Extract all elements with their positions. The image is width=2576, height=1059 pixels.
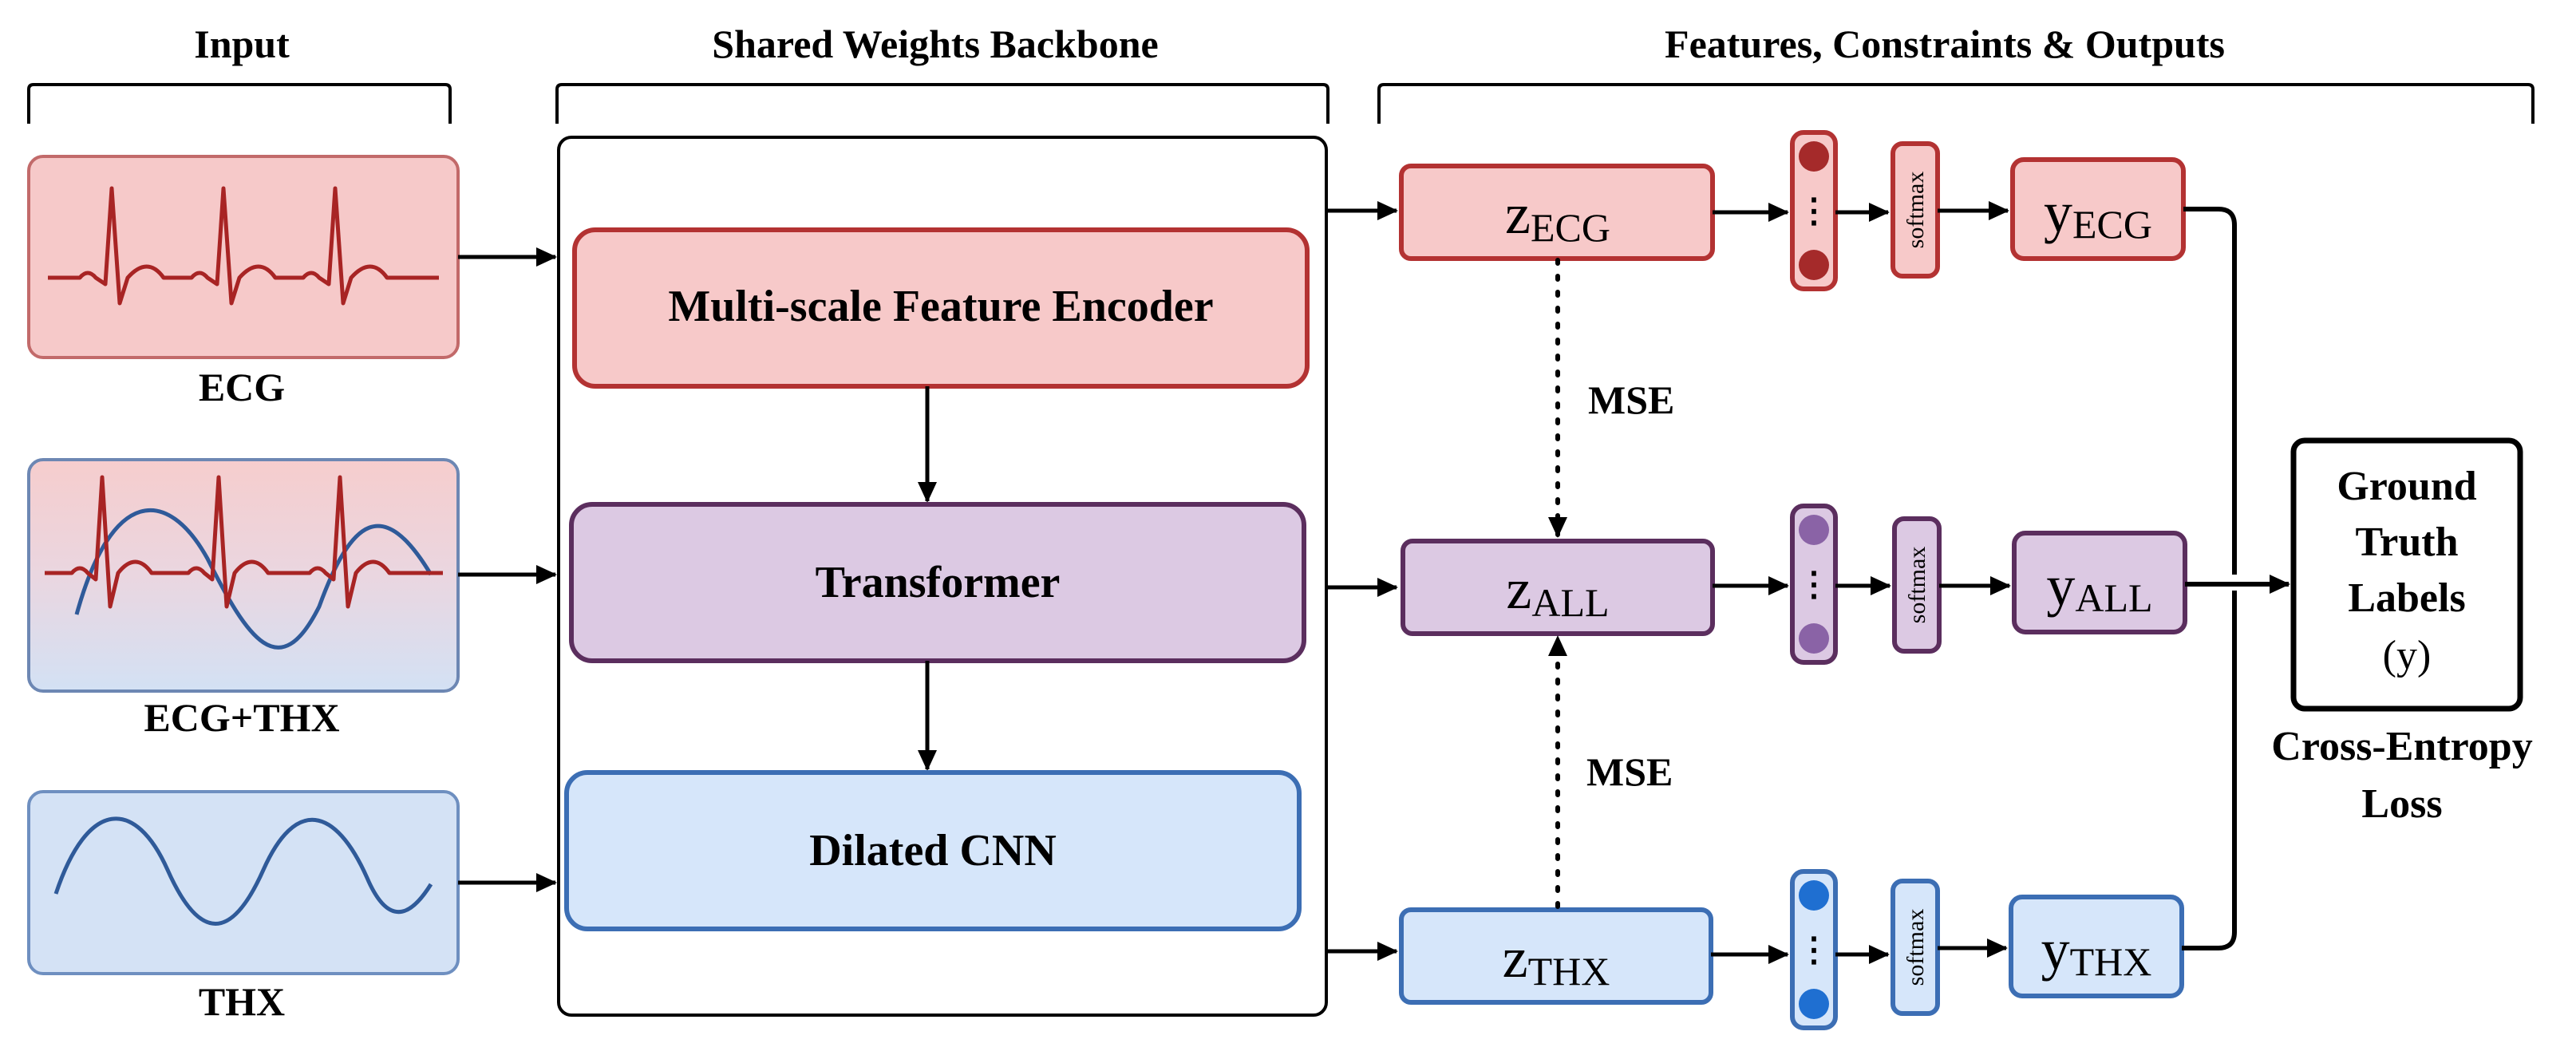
y-ecg-sub: ECG xyxy=(2072,202,2152,247)
y-ecg-main: y xyxy=(2044,180,2072,244)
z-thx-sub: THX xyxy=(1528,949,1610,994)
ground-truth-box xyxy=(2290,437,2523,712)
input-ecg-thx xyxy=(27,458,460,693)
output-y-all: yALL xyxy=(2012,531,2187,634)
input-ecg xyxy=(27,155,460,359)
ground-truth-line4: (y) xyxy=(2383,633,2432,678)
dense-layer-thx: ⋮ xyxy=(1790,869,1838,1030)
output-y-thx: yTHX xyxy=(2009,895,2184,998)
input-label-thx: THX xyxy=(199,979,285,1024)
z-ecg-sub: ECG xyxy=(1531,205,1610,250)
svg-text:yECG: yECG xyxy=(2044,180,2152,247)
mse-label-top: MSE xyxy=(1588,377,1674,422)
softmax-ecg-label: softmax xyxy=(1902,172,1929,249)
feature-z-all: zALL xyxy=(1401,539,1715,636)
dense-thx-dots: ⋮ xyxy=(1797,932,1831,969)
bracket-outputs xyxy=(1377,83,2535,124)
ground-truth-line2: Truth xyxy=(2355,520,2458,565)
bracket-backbone xyxy=(555,83,1329,124)
cnn-label: Dilated CNN xyxy=(809,826,1057,875)
ecg-wave xyxy=(48,186,439,306)
y-all-sub: ALL xyxy=(2075,575,2152,620)
ground-truth-line3: Labels xyxy=(2348,575,2465,621)
ecg-wave-mixed xyxy=(45,475,443,609)
section-title-backbone: Shared Weights Backbone xyxy=(712,22,1158,66)
dense-layer-ecg: ⋮ xyxy=(1790,130,1838,291)
connector-y-ecg xyxy=(2183,207,2237,575)
loss-line2: Loss xyxy=(2361,781,2442,827)
transformer-box xyxy=(569,502,1306,663)
input-thx xyxy=(27,790,460,975)
y-thx-main: y xyxy=(2041,918,2070,982)
svg-text:yALL: yALL xyxy=(2046,554,2152,620)
cnn-box xyxy=(564,770,1302,931)
feature-z-ecg: zECG xyxy=(1399,164,1715,261)
svg-text:zALL: zALL xyxy=(1506,557,1609,625)
softmax-thx-label: softmax xyxy=(1902,909,1929,986)
softmax-thx: softmax xyxy=(1891,879,1940,1016)
connector-y-thx xyxy=(2182,591,2237,950)
dense-all-dots: ⋮ xyxy=(1797,567,1831,603)
svg-text:zECG: zECG xyxy=(1505,182,1610,250)
transformer-label: Transformer xyxy=(816,558,1061,607)
dense-ecg-dots: ⋮ xyxy=(1797,193,1831,230)
input-label-ecg-thx: ECG+THX xyxy=(144,695,339,740)
thx-wave xyxy=(53,816,433,926)
z-all-main: z xyxy=(1506,557,1531,621)
input-label-ecg: ECG xyxy=(199,365,285,409)
y-all-main: y xyxy=(2046,554,2075,618)
mse-label-bottom: MSE xyxy=(1586,749,1673,794)
ground-truth-line1: Ground xyxy=(2337,464,2476,509)
thx-wave-mixed xyxy=(74,508,433,650)
softmax-all: softmax xyxy=(1892,516,1942,654)
encoder-label: Multi-scale Feature Encoder xyxy=(668,282,1213,331)
z-ecg-main: z xyxy=(1505,182,1531,246)
output-y-ecg: yECG xyxy=(2010,157,2186,261)
z-all-sub: ALL xyxy=(1531,580,1609,625)
y-thx-sub: THX xyxy=(2070,939,2152,984)
section-title-input: Input xyxy=(194,22,290,66)
bracket-input xyxy=(27,83,452,124)
encoder-box xyxy=(572,227,1310,389)
svg-text:yTHX: yTHX xyxy=(2041,918,2152,984)
softmax-all-label: softmax xyxy=(1904,547,1930,624)
svg-text:zTHX: zTHX xyxy=(1503,926,1610,994)
section-title-outputs: Features, Constraints & Outputs xyxy=(1665,22,2225,66)
feature-z-thx: zTHX xyxy=(1399,907,1713,1005)
z-thx-main: z xyxy=(1503,926,1528,990)
softmax-ecg: softmax xyxy=(1891,141,1940,279)
dense-layer-all: ⋮ xyxy=(1790,504,1838,665)
loss-line1: Cross-Entropy xyxy=(2271,724,2532,769)
